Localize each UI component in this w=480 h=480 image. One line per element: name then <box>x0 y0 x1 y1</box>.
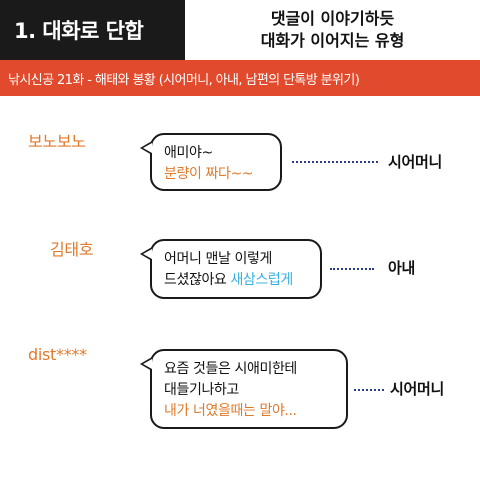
comment-line: 드셨잖아요 새삼스럽게 <box>164 270 308 291</box>
speech-bubble: 요즘 것들은 시애미한테 대들기나하고 내가 너였을때는 말야... <box>140 349 348 429</box>
comment-text: 드셨잖아요 <box>164 272 231 288</box>
comment-author: dist**** <box>28 345 87 364</box>
dotted-connector <box>354 389 384 391</box>
comment-highlight: 새삼스럽게 <box>230 272 293 288</box>
comment-line: 요즘 것들은 시애미한테 <box>164 361 297 377</box>
caption: 댓글이 이야기하듯 대화가 이어지는 유형 <box>185 0 480 60</box>
dotted-connector <box>292 161 378 163</box>
role-label: 시어머니 <box>390 380 445 398</box>
comment-highlight: 분량이 짜다~~ <box>164 166 254 182</box>
role-label: 시어머니 <box>388 153 443 171</box>
comment-author: 김태호 <box>50 240 94 259</box>
speech-bubble: 애미야~ 분량이 짜다~~ <box>140 133 282 191</box>
comment-line: 애미야~ <box>164 145 213 161</box>
subtitle-bar: 낚시신공 21화 - 해태와 봉황 (시어머니, 아내, 남편의 단톡방 분위기… <box>0 60 480 96</box>
section-title: 1. 대화로 단합 <box>0 0 185 60</box>
speech-bubble: 어머니 맨날 이렇게 드셨잖아요 새삼스럽게 <box>140 239 322 299</box>
comment-highlight: 내가 너였을때는 말야... <box>164 403 297 419</box>
comment-line: 대들기나하고 <box>164 382 239 398</box>
role-label: 아내 <box>388 259 416 277</box>
dotted-connector <box>330 268 374 270</box>
caption-line-2: 대화가 이어지는 유형 <box>260 31 405 50</box>
section-title-text: 1. 대화로 단합 <box>14 19 144 43</box>
comment-line: 어머니 맨날 이렇게 <box>164 251 272 267</box>
caption-line-1: 댓글이 이야기하듯 <box>270 9 395 28</box>
subtitle-text: 낚시신공 21화 - 해태와 봉황 (시어머니, 아내, 남편의 단톡방 분위기… <box>8 72 360 88</box>
comment-author: 보노보노 <box>28 132 86 151</box>
